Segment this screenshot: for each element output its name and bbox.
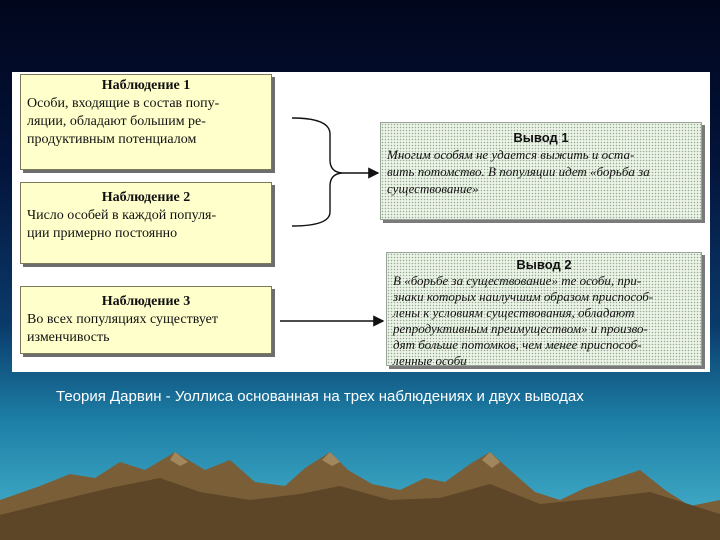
conclusion-2-box: Вывод 2 В «борьбе за существование» те о… (386, 252, 702, 368)
observation-1-box: Наблюдение 1 Особи, входящие в состав по… (20, 74, 272, 170)
conclusion-2-title: Вывод 2 (516, 257, 572, 272)
observation-2-box: Наблюдение 2 Число особей в каждой попул… (20, 182, 272, 264)
observation-1-title: Наблюдение 1 (101, 78, 191, 93)
conclusion-1-text: Многим особям не удается выжить и оста- … (387, 147, 650, 196)
observation-3-text: Во всех популяциях существует изменчивос… (27, 312, 218, 345)
conclusion-2-text: В «борьбе за существование» те особи, пр… (393, 273, 654, 368)
slide-caption: Теория Дарвин - Уоллиса основанная на тр… (56, 388, 584, 405)
conclusion-1-box: Вывод 1 Многим особям не удается выжить … (380, 122, 702, 220)
observation-3-box: Наблюдение 3 Во всех популяциях существу… (20, 286, 272, 354)
observation-2-text: Число особей в каждой популя- ции пример… (27, 208, 217, 241)
observation-3-title: Наблюдение 3 (101, 294, 191, 309)
conclusion-1-title: Вывод 1 (513, 130, 569, 145)
observation-1-text: Особи, входящие в состав попу- ляции, об… (27, 96, 220, 147)
observation-2-title: Наблюдение 2 (101, 190, 191, 205)
